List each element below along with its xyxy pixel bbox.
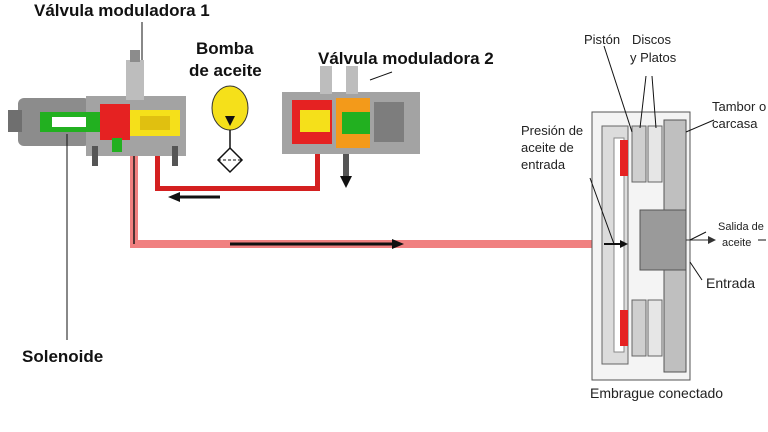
return-line-left-vertical xyxy=(155,150,160,191)
piston-leader xyxy=(603,45,633,133)
discs-leader-1 xyxy=(639,75,647,129)
clutch-inlet-arrow-head xyxy=(620,240,628,248)
label-outlet-line1: Salida de xyxy=(718,221,764,233)
label-oil-pump-line1: Bomba xyxy=(196,39,254,58)
flow-arrow-main-head xyxy=(392,239,404,249)
drum-leader xyxy=(685,119,715,133)
oil-pump xyxy=(211,85,249,174)
flow-arrow-return-head xyxy=(168,192,180,202)
pressure-leader xyxy=(589,177,615,245)
modulating-valve-2 xyxy=(282,66,420,188)
return-line-horizontal xyxy=(155,186,320,191)
label-discs-line2: y Platos xyxy=(630,50,677,65)
discs-leader-2 xyxy=(651,75,657,129)
label-pressure-line3: entrada xyxy=(521,157,566,172)
label-drum-line2: carcasa xyxy=(712,116,758,131)
label-discs-line1: Discos xyxy=(632,32,672,47)
label-oil-pump-line2: de aceite xyxy=(189,61,262,80)
label-clutch-engaged: Embrague conectado xyxy=(590,385,724,401)
label-modulating-valve-2: Válvula moduladora 2 xyxy=(318,49,494,68)
label-inlet: Entrada xyxy=(706,275,756,291)
return-line-right-vertical xyxy=(315,150,320,191)
label-pressure-line2: aceite de xyxy=(521,140,574,155)
label-piston: Pistón xyxy=(584,32,621,47)
clutch-assembly xyxy=(591,111,716,381)
label-drum-line1: Tambor o xyxy=(712,99,767,114)
label-solenoid: Solenoide xyxy=(22,347,104,366)
label-modulating-valve-1: Válvula moduladora 1 xyxy=(34,1,210,20)
valve2-leader xyxy=(369,71,393,81)
label-pressure-line1: Presión de xyxy=(521,123,584,138)
modulating-valve-1 xyxy=(8,50,186,166)
label-outlet-line2: aceite xyxy=(722,237,752,249)
outlet-leader xyxy=(689,231,707,241)
inlet-leader xyxy=(689,261,703,281)
